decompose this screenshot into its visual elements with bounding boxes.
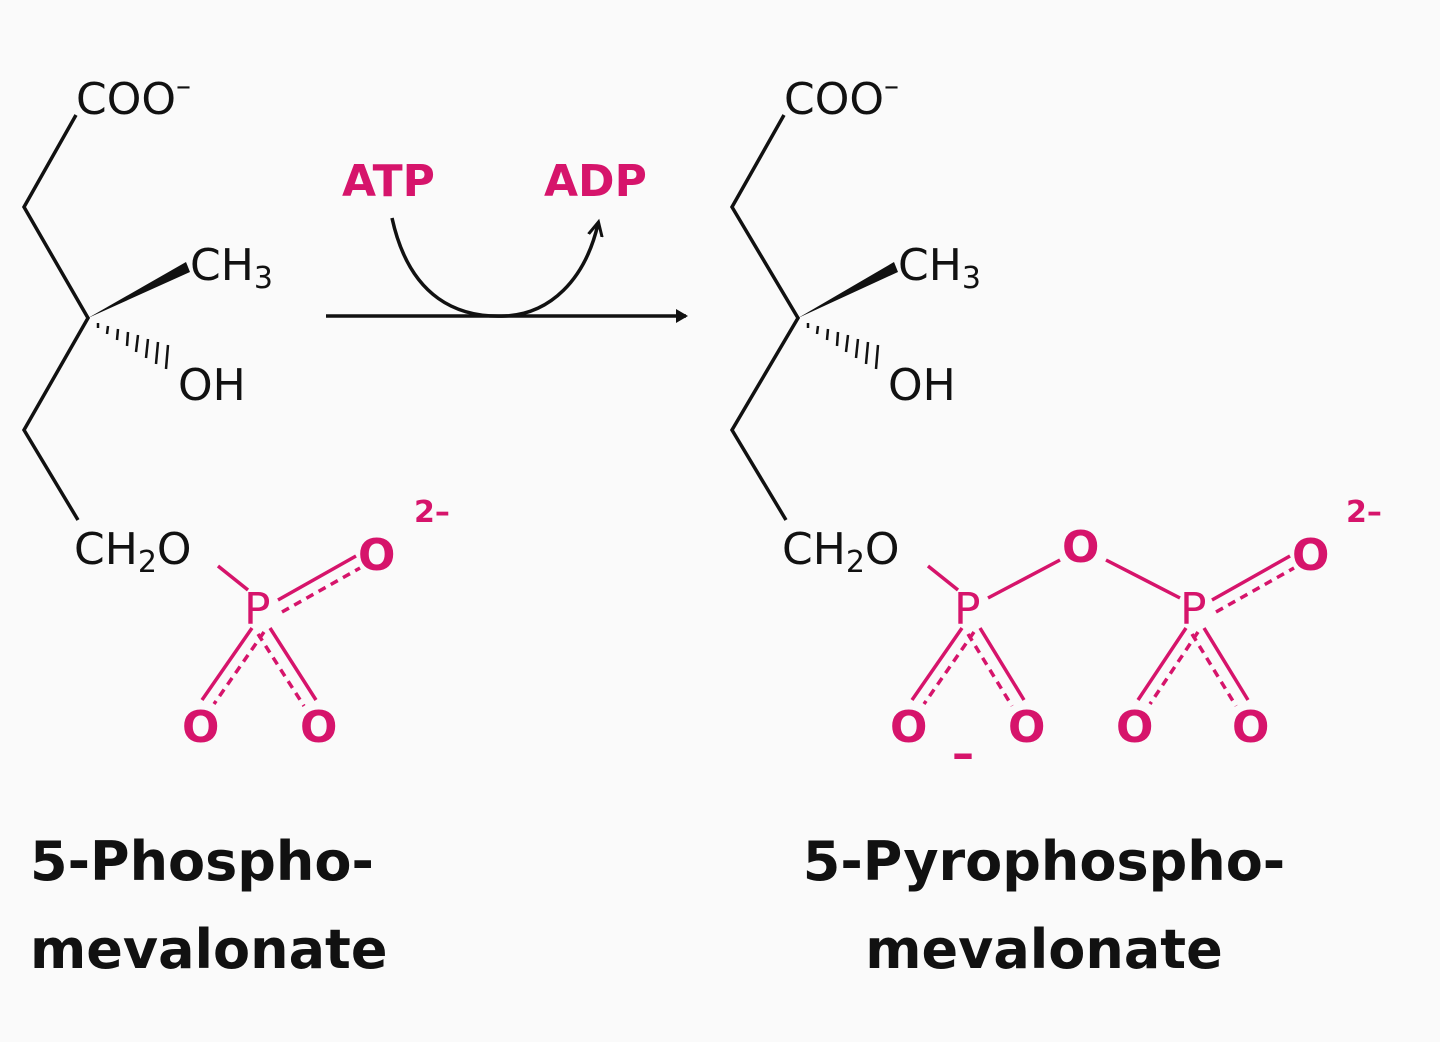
reactant-name-line1: 5-Phospho- [30, 830, 374, 893]
reactant-carboxylate: COO– [76, 69, 191, 125]
product-molecule [729, 114, 898, 521]
reactant-charge: 2– [414, 495, 450, 530]
reactant-wedge-bond [88, 262, 190, 318]
product-name-line1: 5-Pyrophospho- [803, 830, 1285, 893]
reactant-backbone [21, 114, 91, 521]
reactant-ch2o: CH2O [74, 524, 192, 580]
product-carboxylate: COO– [784, 69, 899, 125]
product-name-line2: mevalonate [865, 918, 1222, 981]
product-oxygen-p1-right: O [1008, 702, 1045, 753]
product-hash-bond [806, 323, 880, 370]
reactant-phosphate [200, 554, 361, 707]
product-methyl: CH3 [898, 240, 981, 296]
reactant-oxygen-right: O [300, 702, 337, 753]
product-phosphorus-1: P [954, 584, 981, 635]
product-oxygen-p2-left: O [1116, 702, 1153, 753]
adp-label: ADP [544, 156, 647, 207]
product-charge: 2– [1346, 495, 1382, 530]
reactant-molecule [21, 114, 190, 521]
cofactor-curved-arrow [390, 217, 598, 318]
product-wedge-bond [798, 262, 898, 318]
reactant-methyl: CH3 [190, 240, 273, 296]
product-oxygen-p2-right: O [1232, 702, 1269, 753]
reactant-hydroxyl: OH [178, 360, 246, 411]
atp-label: ATP [342, 156, 435, 207]
reactant-phosphorus: P [244, 584, 271, 635]
reactant-name-line2: mevalonate [30, 918, 387, 981]
product-minus: – [952, 728, 974, 779]
reactant-oxygen-upper: O [358, 530, 395, 581]
reactant-hash-bond [96, 323, 170, 370]
product-bridge-oxygen: O [1062, 522, 1099, 573]
product-oxygen-p1-left: O [890, 702, 927, 753]
product-ch2o: CH2O [782, 524, 900, 580]
product-backbone [729, 114, 801, 521]
product-oxygen-upper: O [1292, 530, 1329, 581]
reaction-arrow-group: ATP ADP [326, 156, 688, 323]
product-pyrophosphate [910, 554, 1295, 707]
reactant-oxygen-left: O [182, 702, 219, 753]
product-hydroxyl: OH [888, 360, 956, 411]
reactant-o-p-bond [216, 564, 250, 592]
product-phosphorus-2: P [1180, 584, 1207, 635]
